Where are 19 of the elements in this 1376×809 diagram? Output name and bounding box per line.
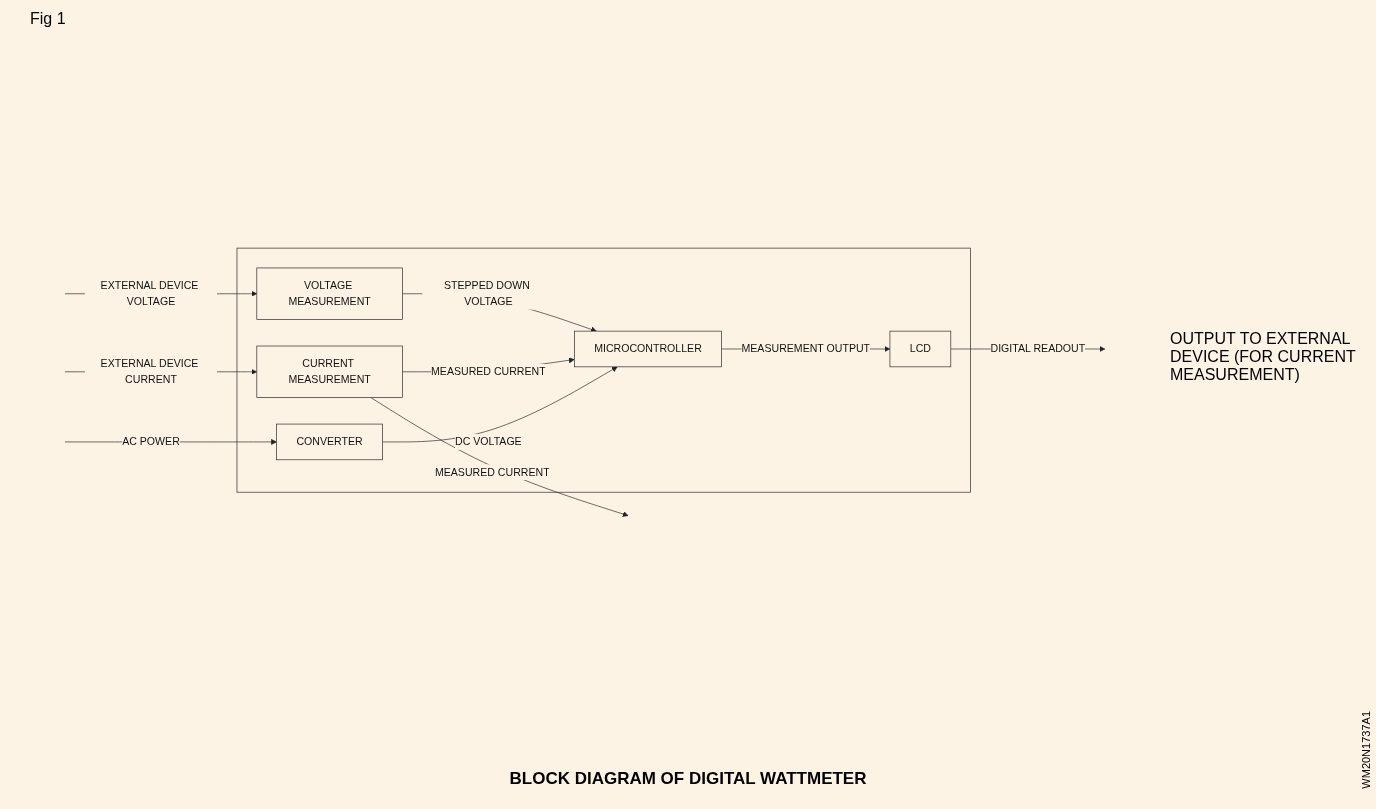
figure-code: WM20N1737A1 [1360, 711, 1372, 789]
edge-label: STEPPED DOWN VOLTAGE [443, 279, 530, 307]
figure-caption: BLOCK DIAGRAM OF DIGITAL WATTMETER [509, 769, 867, 788]
edge-label: MEASURED CURRENT [431, 365, 546, 378]
node-box: VOLTAGE MEASUREMENT [256, 267, 403, 320]
node-box: CONVERTER [276, 423, 383, 461]
edge-label: MEASURED CURRENT [434, 466, 550, 478]
node-box: MICROCONTROLLER [574, 330, 722, 368]
edge-label: DC VOLTAGE [455, 435, 522, 448]
cluster [236, 247, 971, 493]
node-box: CURRENT MEASUREMENT [256, 345, 403, 398]
edge-label: MEASUREMENT OUTPUT [741, 343, 871, 355]
edge-label: EXTERNAL DEVICE VOLTAGE [100, 279, 199, 307]
node-box: LCD [889, 330, 952, 368]
edge-label: EXTERNAL DEVICE CURRENT [100, 357, 199, 386]
output-note: OUTPUT TO EXTERNAL DEVICE (FOR CURRENT MEASUREMENT) [1170, 330, 1356, 383]
edge-label: DIGITAL READOUT [990, 343, 1086, 355]
edge-label: AC POWER [122, 435, 180, 448]
figure-number: Fig 1 [30, 10, 66, 27]
